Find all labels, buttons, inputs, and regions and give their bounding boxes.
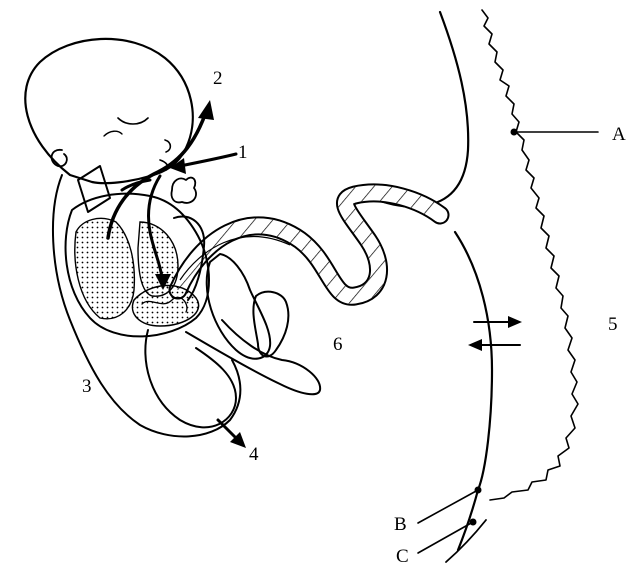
point-B xyxy=(475,487,482,494)
exchange-arrows xyxy=(468,316,522,351)
label-A: A xyxy=(612,124,626,145)
point-C xyxy=(470,519,477,526)
lungs xyxy=(75,218,135,318)
placenta-point-A xyxy=(511,129,518,136)
label-B: B xyxy=(394,514,407,535)
label-1: 1 xyxy=(238,142,248,163)
umbilical-cord xyxy=(178,193,440,296)
label-3: 3 xyxy=(82,376,92,397)
label-line-C xyxy=(418,522,473,553)
label-6: 6 xyxy=(333,334,343,355)
label-4: 4 xyxy=(249,444,259,465)
placenta-outer-edge xyxy=(482,10,578,500)
label-2: 2 xyxy=(213,68,223,89)
label-5: 5 xyxy=(608,314,618,335)
label-C: C xyxy=(396,546,409,567)
